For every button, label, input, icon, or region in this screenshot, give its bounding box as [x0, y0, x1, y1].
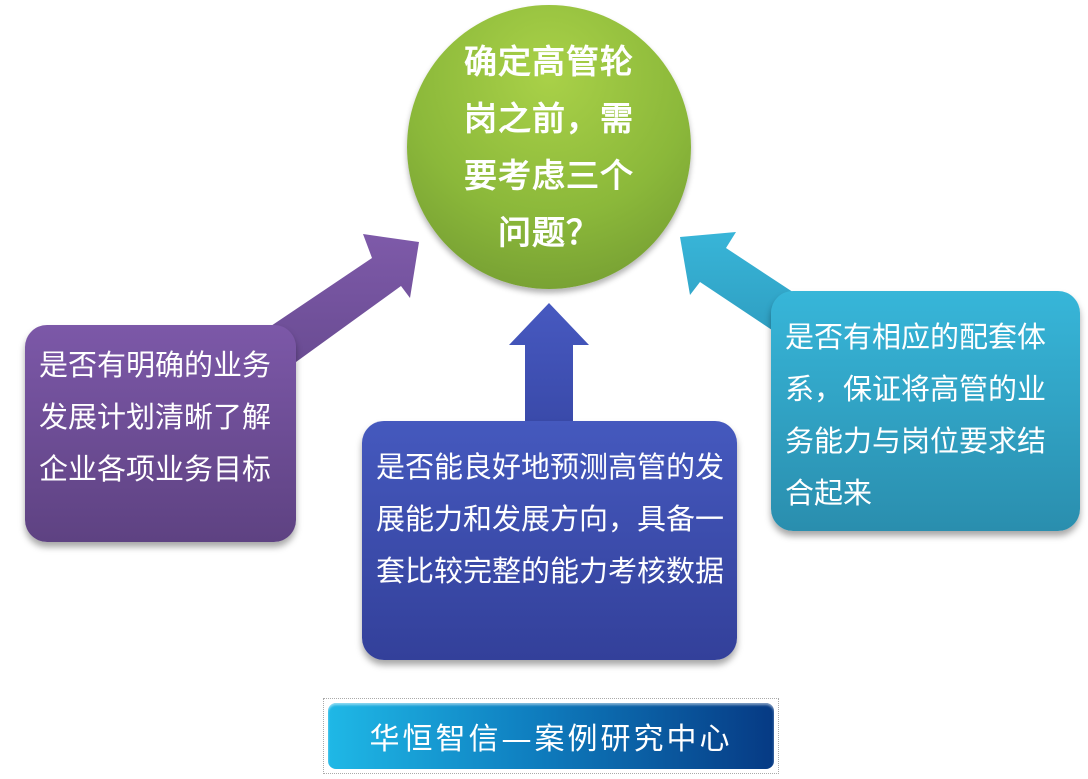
question-text: 是否有相应的配套体系，保证将高管的业务能力与岗位要求结合起来	[785, 320, 1047, 510]
question-box-capability-forecast: 是否能良好地预测高管的发展能力和发展方向，具备一套比较完整的能力考核数据	[362, 421, 737, 660]
footer-banner: 华恒智信—案例研究中心	[323, 698, 779, 774]
banner-text: 华恒智信—案例研究中心	[328, 703, 774, 769]
central-question-text: 确定高管轮岗之前，需要考虑三个问题？	[464, 42, 634, 252]
question-box-support-system: 是否有相应的配套体系，保证将高管的业务能力与岗位要求结合起来	[771, 291, 1080, 531]
arrow-center	[509, 303, 589, 422]
question-text: 是否有明确的业务发展计划清晰了解企业各项业务目标	[39, 348, 272, 486]
arrow-left	[265, 234, 419, 362]
question-box-business-plan: 是否有明确的业务发展计划清晰了解企业各项业务目标	[25, 325, 296, 542]
central-question-circle: 确定高管轮岗之前，需要考虑三个问题？	[407, 5, 691, 289]
question-text: 是否能良好地预测高管的发展能力和发展方向，具备一套比较完整的能力考核数据	[376, 450, 725, 588]
